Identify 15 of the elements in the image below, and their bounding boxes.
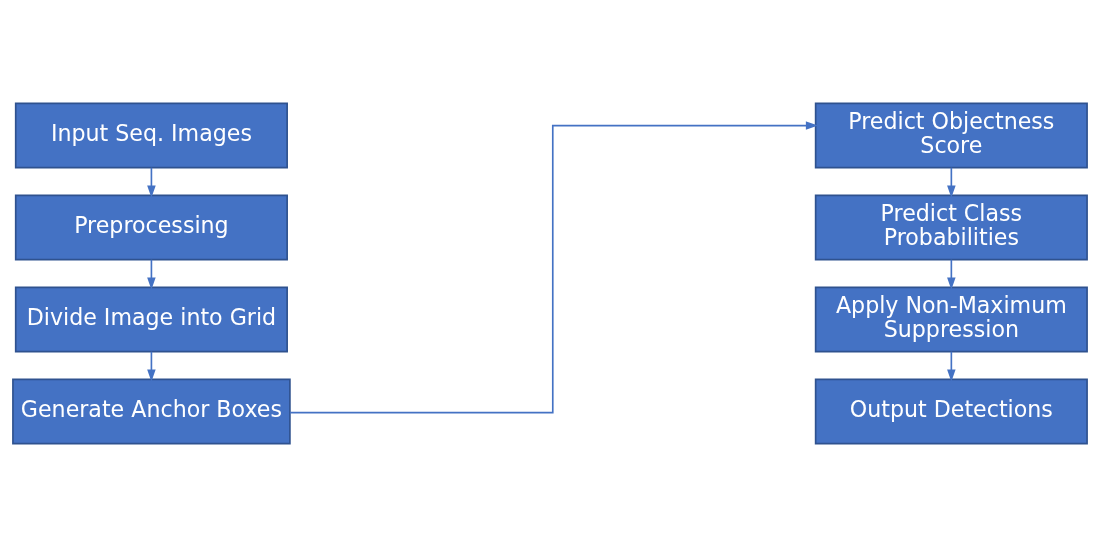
arrow	[289, 120, 819, 413]
arrow	[147, 166, 156, 198]
node-box: Apply Non-Maximum Suppression	[814, 286, 1088, 352]
node-box: Generate Anchor Boxes	[12, 378, 291, 444]
arrow	[147, 258, 156, 290]
arrow	[947, 258, 956, 290]
arrow	[947, 166, 956, 198]
node-box: Input Seq. Images	[14, 102, 288, 168]
node-box: Preprocessing	[14, 194, 288, 260]
arrow	[947, 350, 956, 382]
node-box: Output Detections	[814, 378, 1088, 444]
node-box: Divide Image into Grid	[14, 286, 288, 352]
arrow	[147, 350, 156, 382]
node-box: Predict Class Probabilities	[814, 194, 1088, 260]
node-box: Predict Objectness Score	[814, 102, 1088, 168]
